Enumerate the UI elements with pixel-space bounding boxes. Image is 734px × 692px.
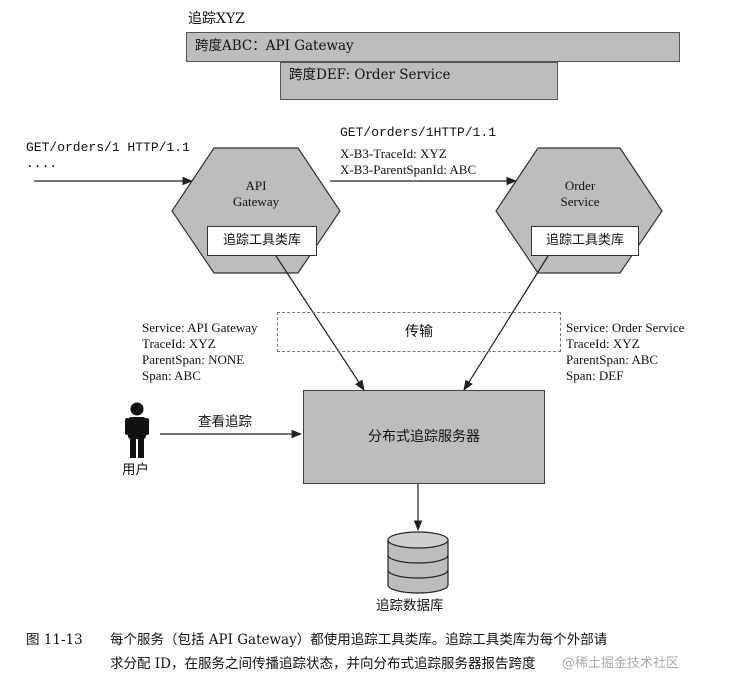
user-icon — [125, 402, 149, 458]
gateway-report-arrow — [275, 255, 365, 391]
caption-line1: 每个服务（包括 API Gateway）都使用追踪工具类库。追踪工具类库为每个外… — [110, 632, 608, 648]
watermark: @稀土掘金技术社区 — [562, 656, 680, 671]
span-abc-bar: 跨度ABC：API Gateway — [186, 32, 680, 62]
user-label: 用户 — [122, 462, 149, 478]
order-service-trace-id-info: TraceId: XYZ — [566, 336, 640, 351]
gateway-span-info: Span: ABC — [142, 368, 201, 383]
figure-number: 图 11-13 — [26, 632, 83, 648]
api-gateway-label-line1: API — [245, 178, 267, 193]
propagated-request-line: GET/orders/1HTTP/1.1 — [340, 125, 497, 140]
incoming-request-line: GET/orders/1 HTTP/1.1 — [26, 140, 190, 155]
order-service-service-info: Service: Order Service — [566, 320, 685, 335]
order-service-label-line2: Service — [560, 194, 600, 209]
gateway-service-info: Service: API Gateway — [142, 320, 258, 335]
order-service-report-arrow — [463, 255, 549, 391]
trace-id-header: X-B3-TraceId: XYZ — [340, 146, 447, 161]
gateway-parent-span-info: ParentSpan: NONE — [142, 352, 245, 367]
parent-span-header: X-B3-ParentSpanId: ABC — [340, 162, 477, 177]
trace-title: 追踪XYZ — [188, 11, 245, 27]
api-gateway-tracing-library: 追踪工具类库 — [207, 226, 317, 256]
distributed-tracing-server: 分布式追踪服务器 — [303, 390, 545, 484]
view-trace-label: 查看追踪 — [198, 414, 252, 430]
transport-box: 传输 — [277, 312, 561, 352]
order-service-parent-span-info: ParentSpan: ABC — [566, 352, 659, 367]
incoming-request-ellipsis: .... — [26, 156, 58, 171]
api-gateway-label-line2: Gateway — [232, 194, 280, 209]
order-service-label-line1: Order — [564, 178, 596, 193]
trace-database-label: 追踪数据库 — [376, 598, 444, 614]
span-def-bar: 跨度DEF: Order Service — [280, 62, 558, 100]
caption-line2: 求分配 ID，在服务之间传播追踪状态，并向分布式追踪服务器报告跨度 — [110, 656, 536, 672]
gateway-trace-id-info: TraceId: XYZ — [142, 336, 216, 351]
database-icon — [387, 531, 449, 594]
order-service-tracing-library: 追踪工具类库 — [531, 226, 639, 256]
order-service-span-info: Span: DEF — [566, 368, 624, 383]
